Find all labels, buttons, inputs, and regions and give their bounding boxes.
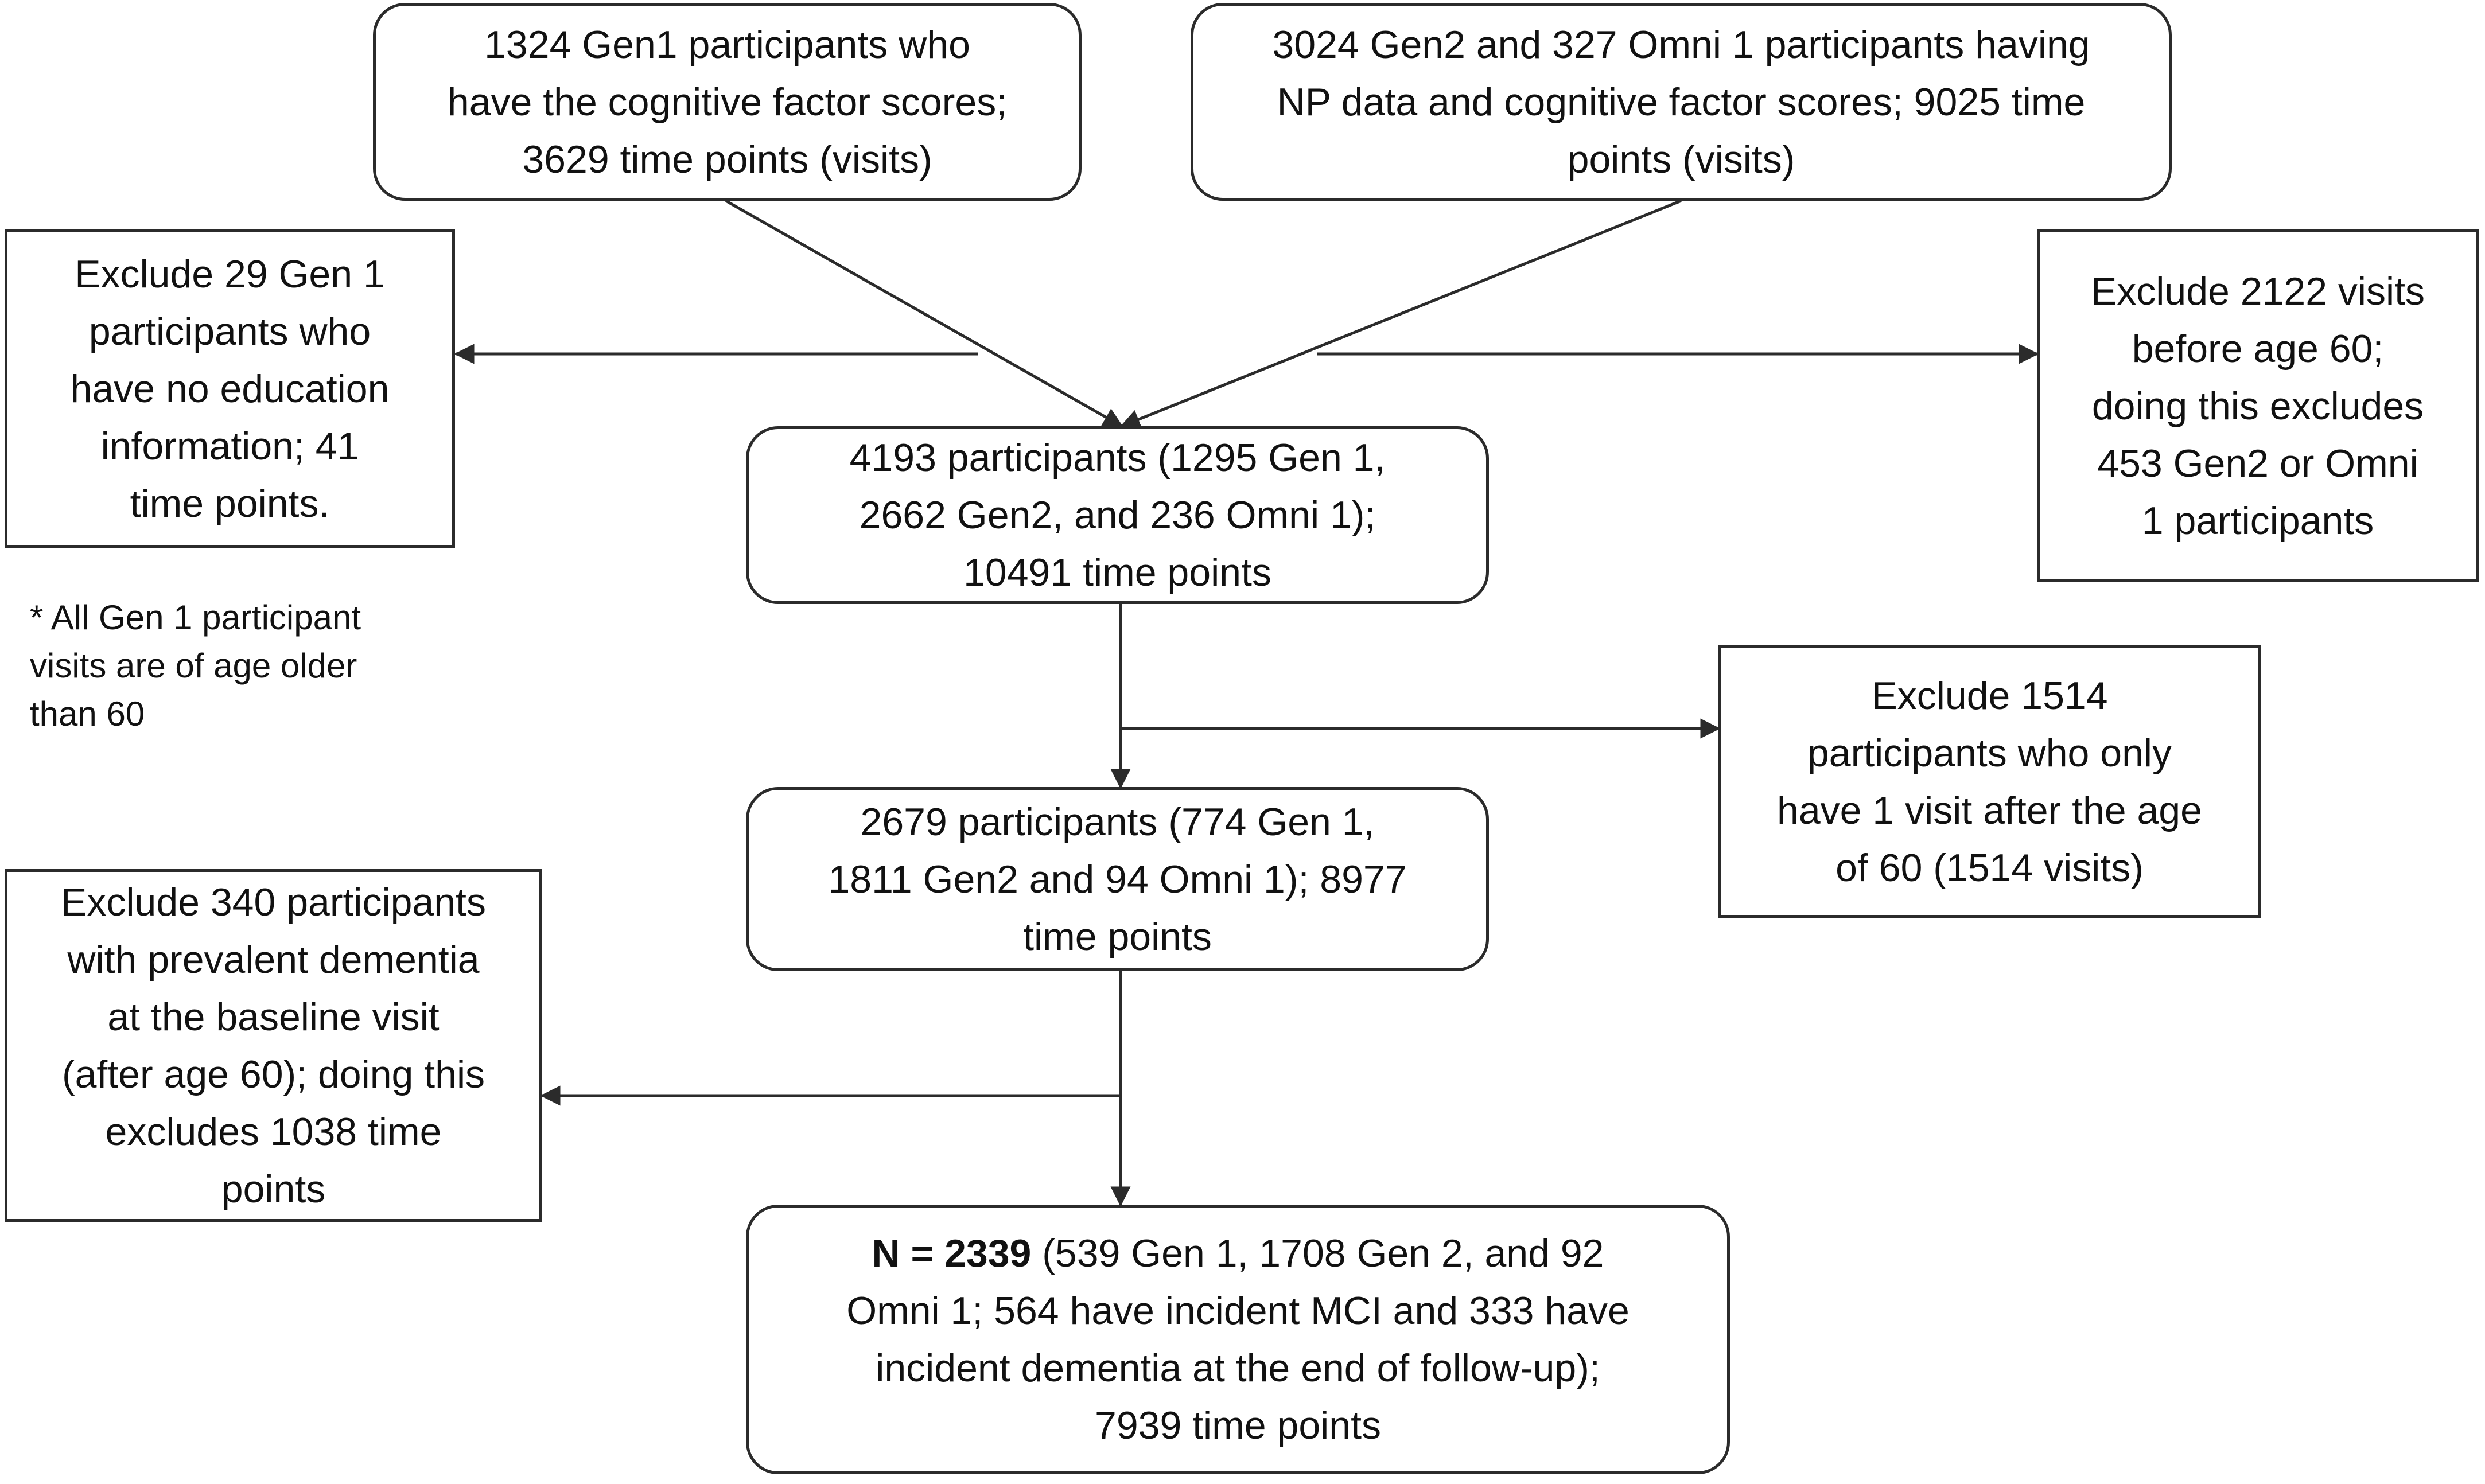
exclude-no-education-box: Exclude 29 Gen 1 participants who have n… xyxy=(5,229,455,548)
exclude-single-visit-line-3: have 1 visit after the age xyxy=(1777,788,2202,832)
exclude-before-60-box: Exclude 2122 visits before age 60; doing… xyxy=(2037,229,2479,582)
exclude-before-60-line-5: 1 participants xyxy=(2141,498,2374,543)
combined-4193-line-2: 2662 Gen2, and 236 Omni 1); xyxy=(859,493,1376,537)
arrow-gen2-to-combined xyxy=(1119,199,1682,429)
exclude-no-education-line-1: Exclude 29 Gen 1 xyxy=(75,252,385,296)
exclude-no-education-line-5: time points. xyxy=(130,481,330,525)
final-sample-line-3: incident dementia at the end of follow-u… xyxy=(876,1346,1600,1390)
gen2-source-box: 3024 Gen2 and 327 Omni 1 participants ha… xyxy=(1191,3,2172,201)
exclude-no-education-line-3: have no education xyxy=(70,367,390,411)
gen2-source-line-3: points (visits) xyxy=(1567,137,1795,181)
combined-4193-line-1: 4193 participants (1295 Gen 1, xyxy=(849,436,1386,480)
combined-2679-line-3: time points xyxy=(1023,914,1212,959)
footnote: * All Gen 1 participant visits are of ag… xyxy=(30,594,361,738)
exclude-dementia-line-2: with prevalent dementia xyxy=(67,937,480,981)
exclude-single-visit-box: Exclude 1514 participants who only have … xyxy=(1718,645,2261,918)
exclude-dementia-line-3: at the baseline visit xyxy=(107,995,440,1039)
exclude-single-visit-line-2: participants who only xyxy=(1807,731,2172,775)
exclude-before-60-line-4: 453 Gen2 or Omni xyxy=(2097,441,2418,485)
arrow-gen1-to-combined xyxy=(725,199,1124,428)
final-sample-line-4: 7939 time points xyxy=(1095,1404,1381,1447)
final-sample-box: N = 2339 (539 Gen 1, 1708 Gen 2, and 92 … xyxy=(746,1205,1730,1474)
combined-2679-line-2: 1811 Gen2 and 94 Omni 1); 8977 xyxy=(828,857,1407,901)
footnote-line-3: than 60 xyxy=(30,695,145,733)
gen1-source-line-2: have the cognitive factor scores; xyxy=(447,80,1008,124)
gen1-source-line-3: 3629 time points (visits) xyxy=(522,137,932,181)
exclude-before-60-line-3: doing this excludes xyxy=(2091,384,2424,428)
combined-2679-box: 2679 participants (774 Gen 1, 1811 Gen2 … xyxy=(746,787,1489,971)
exclude-before-60-line-2: before age 60; xyxy=(2132,326,2384,371)
exclude-no-education-line-2: participants who xyxy=(88,309,371,353)
gen1-source-box: 1324 Gen1 participants who have the cogn… xyxy=(373,3,1082,201)
footnote-line-1: * All Gen 1 participant xyxy=(30,598,361,637)
exclude-dementia-box: Exclude 340 participants with prevalent … xyxy=(5,869,542,1222)
final-sample-line-1: N = 2339 (539 Gen 1, 1708 Gen 2, and 92 xyxy=(872,1225,1604,1282)
combined-2679-line-1: 2679 participants (774 Gen 1, xyxy=(860,800,1375,844)
gen2-source-line-1: 3024 Gen2 and 327 Omni 1 participants ha… xyxy=(1272,22,2090,67)
exclude-dementia-line-1: Exclude 340 participants xyxy=(61,880,486,924)
exclude-dementia-line-5: excludes 1038 time xyxy=(105,1109,442,1154)
final-sample-n-label: N = 2339 xyxy=(872,1232,1032,1275)
exclude-no-education-line-4: information; 41 xyxy=(100,424,359,468)
exclude-single-visit-line-1: Exclude 1514 xyxy=(1871,673,2108,718)
final-sample-line-2: Omni 1; 564 have incident MCI and 333 ha… xyxy=(846,1289,1630,1333)
exclude-dementia-line-4: (after age 60); doing this xyxy=(61,1052,485,1096)
exclude-before-60-line-1: Exclude 2122 visits xyxy=(2090,269,2425,313)
exclude-dementia-line-6: points xyxy=(221,1167,326,1211)
exclude-single-visit-line-4: of 60 (1514 visits) xyxy=(1835,846,2144,890)
gen2-source-line-2: NP data and cognitive factor scores; 902… xyxy=(1277,80,2086,124)
final-sample-line-1-rest: (539 Gen 1, 1708 Gen 2, and 92 xyxy=(1031,1232,1604,1275)
combined-4193-line-3: 10491 time points xyxy=(963,551,1271,594)
footnote-line-2: visits are of age older xyxy=(30,646,357,685)
gen1-source-line-1: 1324 Gen1 participants who xyxy=(484,22,970,67)
combined-4193-box: 4193 participants (1295 Gen 1, 2662 Gen2… xyxy=(746,426,1489,604)
